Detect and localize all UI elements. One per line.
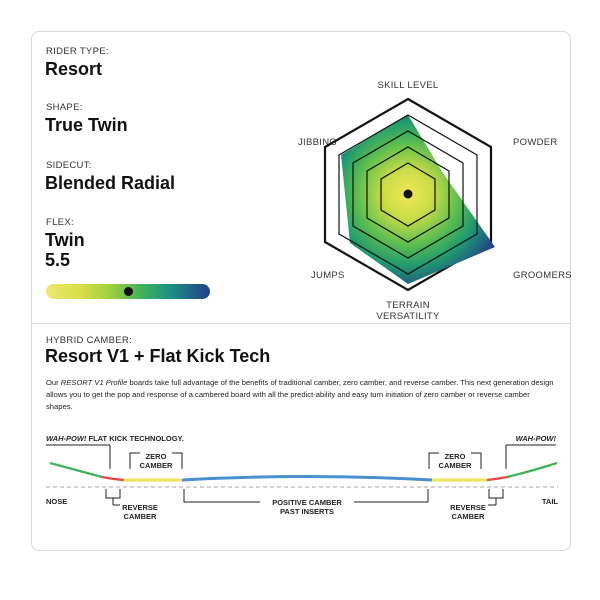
board-outline-positive [181, 475, 433, 482]
label-reverse-camber-left-2: CAMBER [124, 512, 157, 521]
label-reverse-camber-right-1: REVERSE [450, 503, 486, 512]
board-spec-card: RIDER TYPE: Resort SHAPE: True Twin SIDE… [31, 31, 572, 551]
label-reverse-camber-left-1: REVERSE [122, 503, 158, 512]
shape-label: SHAPE: [46, 102, 83, 113]
radar-label-jumps: JUMPS [311, 270, 345, 281]
label-zero-camber-left-2: CAMBER [140, 461, 173, 470]
radar-label-jibbing: JIBBING [298, 137, 337, 148]
sidecut-label: SIDECUT: [46, 160, 92, 171]
label-positive-camber-1: POSITIVE CAMBER [272, 498, 342, 507]
label-zero-camber-left-1: ZERO [146, 452, 167, 461]
section-divider [32, 323, 570, 324]
board-outline-nose [49, 461, 103, 479]
label-positive-camber-2: PAST INSERTS [280, 507, 334, 516]
radar-label-groomers: GROOMERS [513, 270, 572, 281]
camber-description: Our RESORT V1 Profile boards take full a… [46, 377, 558, 412]
label-zero-camber-right-2: CAMBER [439, 461, 472, 470]
label-wahpow-left: WAH-POW! FLAT KICK TECHNOLOGY. [46, 434, 184, 443]
label-reverse-camber-right-2: CAMBER [452, 512, 485, 521]
sidecut-value: Blended Radial [45, 173, 176, 193]
flex-indicator-dot [123, 287, 133, 296]
label-wahpow-right: WAH-POW! [516, 434, 557, 443]
board-outline-tail [506, 461, 558, 479]
radar-label-versatility: VERSATILITY [376, 311, 440, 319]
radar-label-powder: POWDER [513, 137, 558, 148]
label-nose: NOSE [46, 497, 67, 506]
radar-ring-1 [380, 162, 436, 227]
flex-value-number: 5.5 [45, 250, 71, 270]
flex-label: FLEX: [46, 217, 74, 228]
camber-profile-diagram: WAH-POW! FLAT KICK TECHNOLOGY. WAH-POW! … [46, 434, 559, 521]
desc-italic: RESORT V1 Profile [60, 378, 128, 387]
riding-style-radar: SKILL LEVEL POWDER GROOMERS TERRAIN VERS… [298, 80, 572, 319]
radar-ring-4 [338, 114, 478, 275]
board-outline-reverse-right [486, 475, 508, 482]
rider-type-value: Resort [45, 59, 103, 79]
flex-value-name: Twin [45, 230, 85, 250]
desc-before: Our [46, 378, 61, 387]
radar-ring-3 [352, 130, 464, 259]
desc-after: boards take full advantage of the benefi… [46, 378, 554, 411]
radar-label-terrain: TERRAIN [386, 300, 430, 311]
board-outline-reverse-left [101, 475, 125, 482]
radar-label-skill-level: SKILL LEVEL [377, 80, 438, 91]
radar-center-dot [403, 189, 413, 199]
label-tail: TAIL [542, 497, 559, 506]
rider-type-label: RIDER TYPE: [46, 46, 109, 57]
label-zero-camber-right-1: ZERO [445, 452, 466, 461]
camber-label: HYBRID CAMBER: [46, 335, 133, 346]
radar-ring-2 [366, 146, 450, 243]
flex-scale-bar [46, 284, 210, 299]
camber-title: Resort V1 + Flat Kick Tech [45, 346, 271, 366]
shape-value: True Twin [45, 115, 128, 135]
